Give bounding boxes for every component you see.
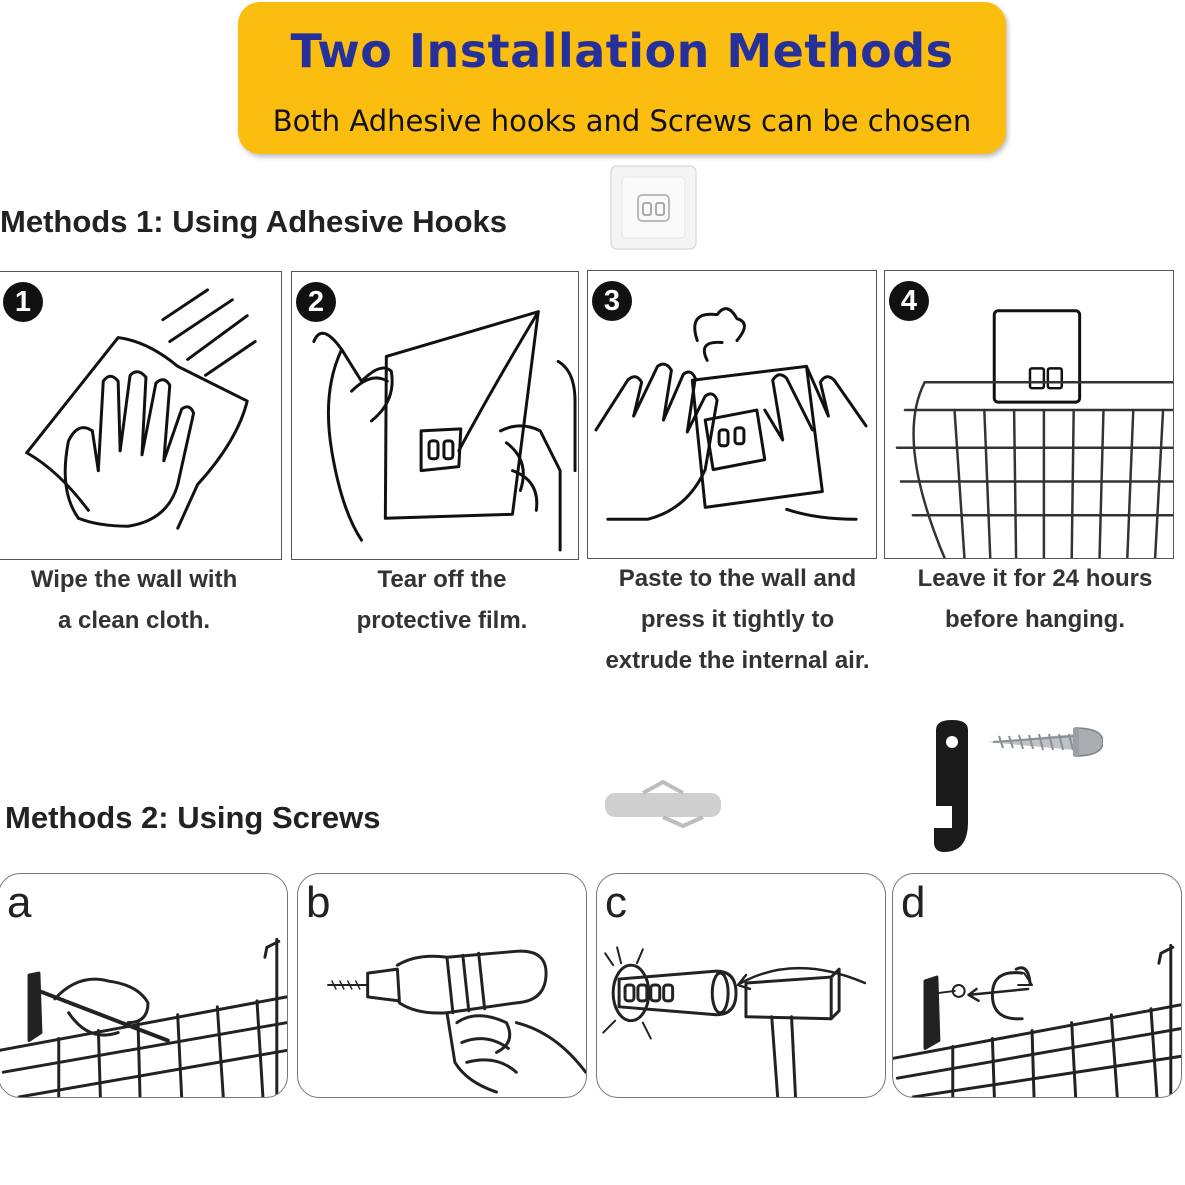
wipe-cloth-icon bbox=[25, 288, 257, 530]
method2-title: Methods 2: Using Screws bbox=[5, 800, 381, 835]
step-a-panel: a bbox=[0, 873, 288, 1098]
hang-basket-icon bbox=[895, 309, 1173, 558]
step3-panel: 3 bbox=[587, 270, 877, 559]
step-b-panel: b bbox=[297, 873, 587, 1098]
hammer-anchor-icon bbox=[602, 946, 867, 1097]
mark-position-icon bbox=[0, 937, 287, 1097]
step1-caption: Wipe the wall with a clean cloth. bbox=[30, 566, 238, 634]
step-c-panel: c bbox=[596, 873, 886, 1098]
step2-number: 2 bbox=[296, 282, 336, 322]
header-banner: Two Installation Methods Both Adhesive h… bbox=[238, 2, 1006, 154]
tear-film-icon bbox=[312, 310, 577, 552]
step-b-letter: b bbox=[306, 878, 331, 927]
step-a-letter: a bbox=[7, 878, 32, 927]
method1-title: Methods 1: Using Adhesive Hooks bbox=[0, 204, 507, 239]
banner-title: Two Installation Methods bbox=[290, 24, 954, 78]
screw-icon bbox=[985, 722, 1104, 762]
step-d-letter: d bbox=[901, 878, 926, 927]
screw-in-icon bbox=[893, 943, 1181, 1097]
step-c-letter: c bbox=[605, 878, 627, 927]
step4-caption: Leave it for 24 hours before hanging. bbox=[917, 565, 1153, 633]
step4-number: 4 bbox=[889, 281, 929, 321]
press-hook-icon bbox=[594, 307, 868, 521]
step2-panel: 2 bbox=[291, 271, 579, 560]
wall-anchor-icon bbox=[603, 779, 723, 829]
step3-caption: Paste to the wall and press it tightly t… bbox=[605, 565, 870, 674]
banner-subtitle: Both Adhesive hooks and Screws can be ch… bbox=[272, 104, 972, 138]
step2-caption: Tear off the protective film. bbox=[356, 566, 528, 634]
step1-number: 1 bbox=[3, 282, 43, 322]
metal-hook-icon bbox=[930, 718, 974, 854]
step3-number: 3 bbox=[592, 281, 632, 321]
step-d-panel: d bbox=[892, 873, 1182, 1098]
drill-icon bbox=[327, 949, 586, 1094]
step4-panel: 4 bbox=[884, 270, 1174, 559]
step1-panel: 1 bbox=[0, 271, 282, 560]
adhesive-hook-icon bbox=[610, 165, 697, 250]
